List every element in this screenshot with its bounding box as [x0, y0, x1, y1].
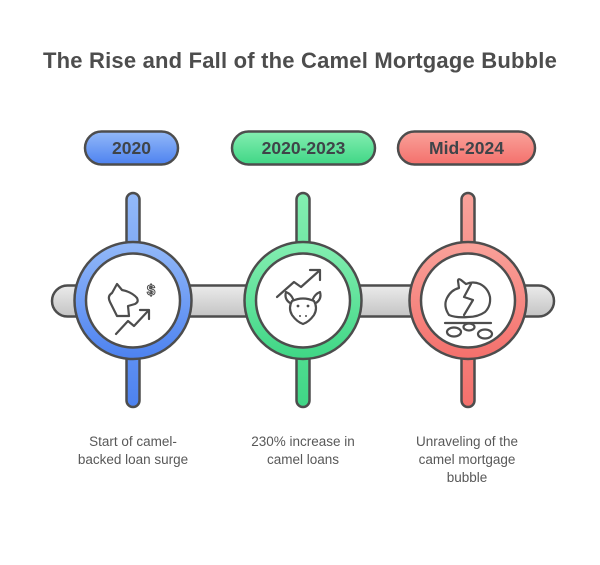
- stage2-ring-inner: [254, 252, 352, 349]
- stage3-description: Unraveling of the camel mortgage bubble: [415, 434, 519, 486]
- stage3-ring-inner: [419, 252, 517, 349]
- broken-piggy-bank-icon: [443, 278, 494, 340]
- stage3-period-label: Mid-2024: [429, 138, 504, 158]
- stage1-description: Start of camel-backed loan surge: [77, 434, 189, 468]
- stage2-period-label: 2020-2023: [262, 138, 346, 158]
- bull-camel-growth-icon: [275, 268, 322, 326]
- camel-dollar-rise-icon: $: [107, 282, 156, 336]
- stage1-period-label: 2020: [112, 138, 151, 158]
- page-title: The Rise and Fall of the Camel Mortgage …: [42, 48, 558, 73]
- svg-text:$: $: [147, 282, 156, 299]
- stage3-period-pill: Mid-2024: [396, 130, 537, 166]
- stage1-period-pill: 2020: [83, 130, 180, 166]
- stage2-description: 230% increase in camel loans: [251, 434, 355, 468]
- stage1-ring-inner: [84, 252, 182, 349]
- stage2-period-pill: 2020-2023: [230, 130, 377, 166]
